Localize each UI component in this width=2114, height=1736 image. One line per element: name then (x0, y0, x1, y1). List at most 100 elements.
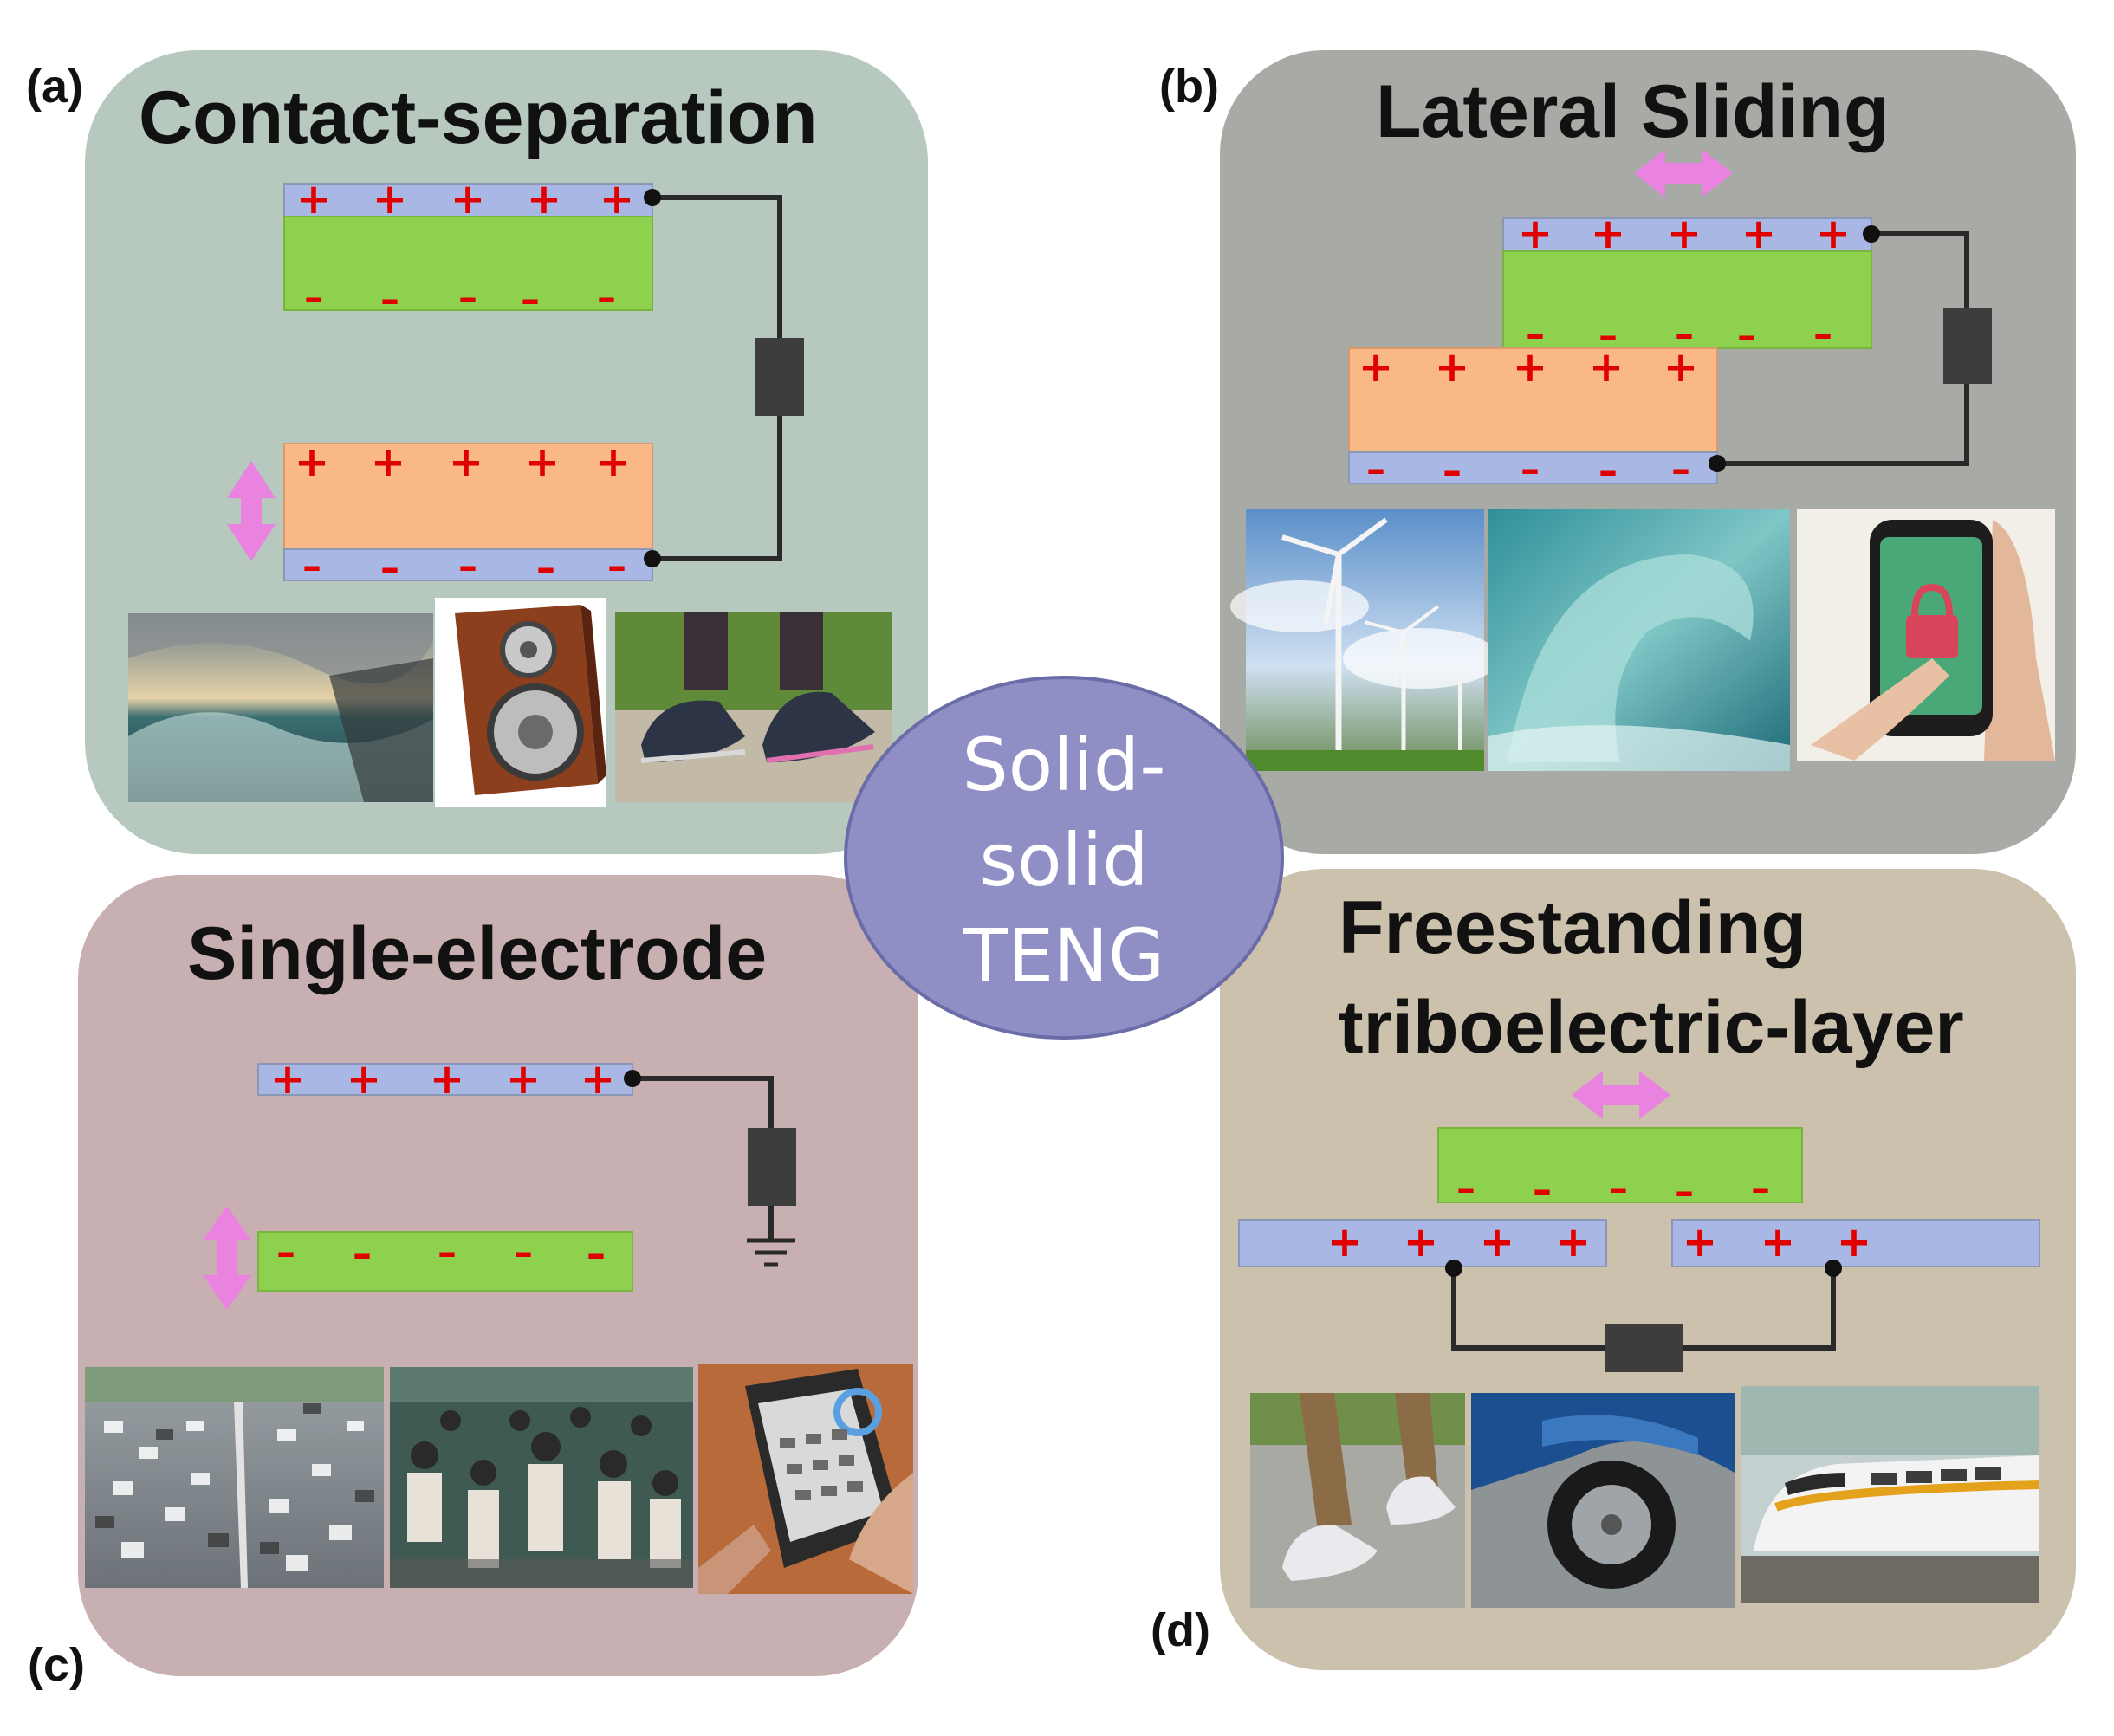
panel-d-label: (d) (1151, 1604, 1210, 1656)
center-label-line-2: solid (979, 818, 1148, 903)
car-wheel-photo (1471, 1393, 1735, 1608)
svg-text:–: – (607, 544, 626, 588)
svg-text:–: – (1751, 1166, 1770, 1210)
negative-charges-green: ––––– (304, 275, 616, 321)
svg-text:–: – (521, 277, 540, 321)
walking-feet-photo (1250, 1393, 1465, 1608)
svg-text:–: – (1598, 449, 1618, 493)
horizontal-double-arrow (1572, 1071, 1670, 1119)
wire-node (1825, 1260, 1842, 1277)
svg-text:–: – (536, 546, 555, 590)
svg-text:+: + (1741, 210, 1776, 258)
svg-text:–: – (597, 275, 616, 320)
svg-text:+: + (449, 438, 483, 487)
freestanding-green-layer (1437, 1127, 1803, 1203)
negative-charges-bottom: ––––– (1366, 447, 1690, 493)
panel-lateral-sliding: (b) Lateral Sliding +++++ ––––– +++++ ––… (1159, 50, 2076, 854)
panel-a-label: (a) (26, 61, 83, 113)
svg-text:+: + (270, 1055, 305, 1104)
svg-text:–: – (1443, 449, 1462, 493)
svg-text:+: + (451, 175, 485, 223)
load-resistor-d (1605, 1324, 1683, 1372)
ground-symbol (747, 1238, 795, 1267)
svg-text:+: + (295, 438, 329, 487)
panel-a-title: Contact-separation (139, 76, 818, 159)
right-electrode (1671, 1219, 2040, 1267)
circuit-wire-c (632, 1076, 774, 1239)
vertical-double-arrow (227, 461, 276, 561)
negative-charges-green: ––––– (1526, 312, 1832, 358)
negative-charges-green: ––––– (276, 1230, 606, 1276)
svg-text:–: – (302, 544, 321, 588)
panel-d-title-line-2: triboelectric-layer (1339, 986, 1964, 1069)
panel-single-electrode: Single-electrode (c) +++++ ––––– (28, 875, 918, 1691)
center-ellipse (844, 676, 1284, 1040)
panel-c-label: (c) (28, 1639, 85, 1691)
svg-text:–: – (514, 1230, 533, 1274)
top-electrode (257, 1063, 633, 1096)
svg-text:+: + (1591, 210, 1625, 258)
svg-text:+: + (1480, 1218, 1514, 1266)
touch-keypad-photo (698, 1364, 913, 1594)
circuit-wire-d (1451, 1266, 1836, 1351)
svg-text:–: – (1456, 1166, 1475, 1210)
svg-text:+: + (600, 175, 634, 223)
positive-charges-orange: +++++ (1359, 343, 1698, 392)
svg-text:+: + (1667, 210, 1702, 258)
wire-node (1709, 455, 1726, 472)
load-resistor-a (755, 338, 804, 416)
negative-charges-bottom: ––––– (302, 544, 626, 590)
center-solid-solid-teng: Solid- solid TENG (844, 676, 1284, 1040)
svg-text:+: + (596, 438, 631, 487)
svg-text:+: + (371, 438, 405, 487)
svg-text:+: + (296, 175, 331, 223)
positive-charges-top: +++++ (1518, 210, 1851, 258)
svg-text:+: + (1327, 1218, 1362, 1266)
positive-charges-orange: +++++ (295, 438, 631, 487)
panel-b-label: (b) (1159, 61, 1219, 113)
svg-text:+: + (1404, 1218, 1438, 1266)
horizontal-double-arrow (1634, 149, 1733, 198)
circuit-wire-a (652, 195, 782, 561)
svg-text:–: – (1675, 312, 1694, 356)
green-dielectric (257, 1231, 633, 1292)
svg-text:+: + (430, 1055, 464, 1104)
wire-node (1445, 1260, 1462, 1277)
svg-text:+: + (1663, 343, 1698, 392)
svg-text:+: + (1589, 343, 1624, 392)
svg-text:–: – (1526, 312, 1545, 356)
svg-text:–: – (587, 1232, 606, 1276)
center-label-line-3: TENG (963, 913, 1164, 998)
svg-text:+: + (1513, 343, 1547, 392)
svg-text:–: – (1609, 1166, 1628, 1210)
vertical-double-arrow (203, 1206, 251, 1310)
svg-text:–: – (304, 275, 323, 320)
top-dielectric-green (1502, 250, 1872, 349)
wire-node (1863, 225, 1880, 243)
panel-freestanding-triboelectric-layer: Freestanding triboelectric-layer (d) –––… (1151, 869, 2076, 1670)
ocean-wave-photo (1488, 509, 1790, 771)
svg-text:–: – (1521, 447, 1540, 491)
svg-text:–: – (1366, 447, 1385, 491)
bottom-electrode (283, 548, 653, 581)
ocean-waves-photo (128, 613, 433, 802)
svg-text:+: + (1683, 1218, 1717, 1266)
left-electrode (1238, 1219, 1607, 1267)
negative-charges-green: ––––– (1456, 1166, 1770, 1214)
panel-contact-separation: (a) Contact-separation +++++ ––––– +++++… (26, 50, 928, 854)
svg-text:–: – (1533, 1168, 1552, 1212)
svg-text:+: + (1518, 210, 1553, 258)
svg-text:–: – (1598, 314, 1618, 358)
svg-text:+: + (580, 1055, 615, 1104)
svg-text:–: – (380, 277, 399, 321)
orange-dielectric (1348, 347, 1718, 453)
svg-text:–: – (353, 1232, 372, 1276)
bottom-electrode (1348, 451, 1718, 484)
svg-text:+: + (527, 175, 561, 223)
wire-node (644, 550, 661, 567)
high-speed-train-photo (1741, 1386, 2040, 1603)
circuit-wire-b (1717, 231, 1969, 466)
load-resistor-b (1943, 308, 1992, 384)
svg-text:–: – (1675, 1169, 1694, 1214)
svg-text:–: – (1813, 312, 1832, 356)
